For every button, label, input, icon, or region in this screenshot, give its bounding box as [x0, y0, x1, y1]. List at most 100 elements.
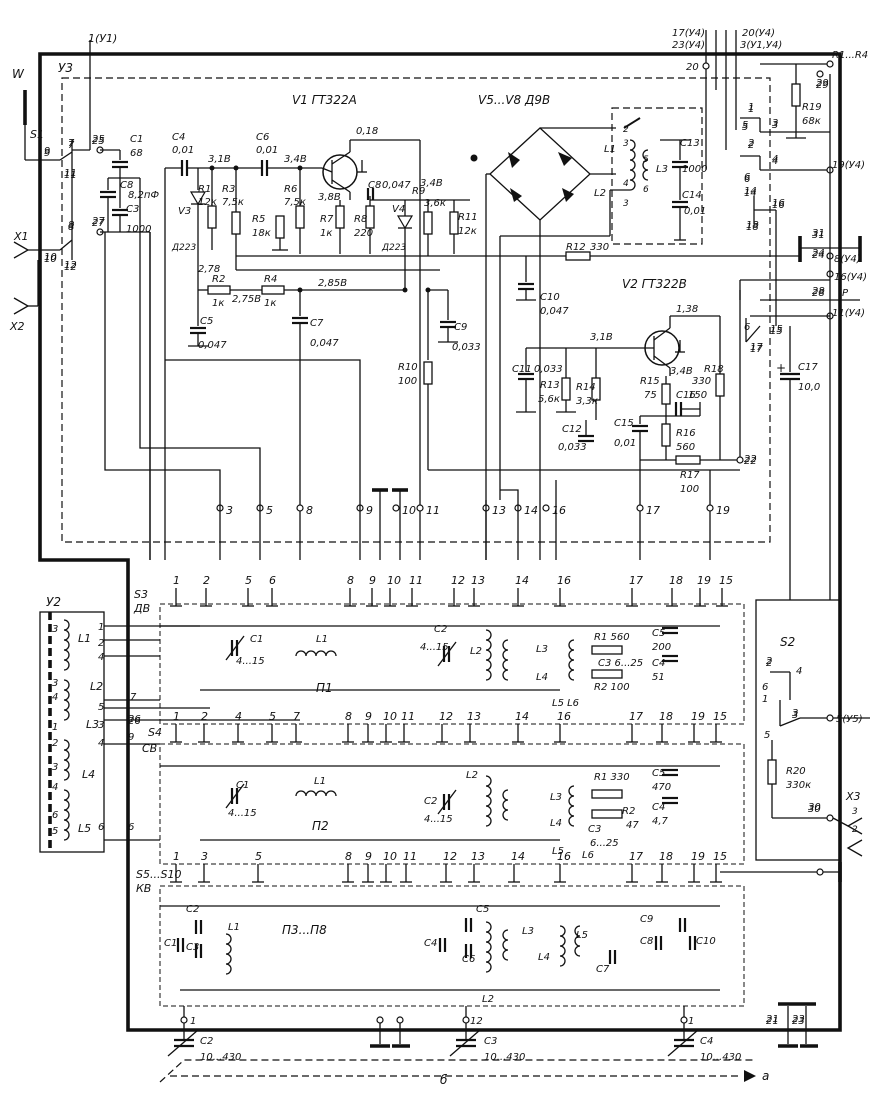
switch-pin-label: 18 — [659, 710, 673, 723]
switch-pin-label: 5 — [269, 710, 276, 723]
svg-text:L5: L5 — [78, 822, 91, 835]
c11-value: 0,033 — [534, 364, 563, 375]
misc-pin: 30 — [808, 802, 821, 813]
b-l5-kv: L5 — [576, 930, 588, 941]
svg-text:L3: L3 — [522, 926, 534, 937]
c17-label: C17 — [798, 362, 818, 373]
c15-value: 0,01 — [614, 438, 636, 449]
svg-text:4: 4 — [796, 666, 802, 677]
tune-c2-label: C2 — [200, 1036, 213, 1047]
terminal-17-u4: 17(У4) — [672, 28, 705, 39]
svg-text:24: 24 — [812, 250, 825, 261]
c10-value: 0,047 — [540, 306, 569, 317]
transistor-v1 — [322, 154, 358, 190]
svg-text:L4: L4 — [538, 952, 550, 963]
svg-text:23: 23 — [792, 1016, 805, 1027]
switch-pin-label: 6 — [269, 574, 276, 587]
r10-value: 100 — [398, 376, 417, 387]
tuning-capacitors: 1 C2 10...430 12 C3 10...430 1 C4 10...4… — [159, 1002, 818, 1087]
r15-label: R15 — [640, 376, 660, 387]
terminal-8-u4: 8(У4) — [834, 254, 861, 265]
c13-label: C13 — [680, 138, 700, 149]
svg-text:3: 3 — [98, 720, 104, 731]
s1-pin-11: 11 — [64, 170, 77, 181]
switch-pin-label: 10 — [387, 574, 401, 587]
switch-pin-label: 4 — [235, 710, 242, 723]
switch-pin-label: 11 — [403, 850, 417, 863]
switch-pin-label: 2 — [203, 574, 210, 587]
switch-pin-label: 9 — [365, 710, 372, 723]
misc-pin: 12 — [64, 260, 77, 271]
switch-pin-label: 8 — [345, 850, 352, 863]
misc-pin: 27 — [92, 216, 105, 227]
misc-pin: 29 — [816, 78, 829, 89]
bus-terminal — [636, 504, 644, 512]
svg-text:4: 4 — [98, 652, 104, 663]
switch-pin-label: 11 — [401, 710, 415, 723]
switch-pin-label: 10 — [383, 850, 397, 863]
misc-pin: 11 — [64, 168, 77, 179]
svg-text:29: 29 — [816, 80, 829, 91]
bus-terminal-label: 16 — [552, 504, 566, 517]
misc-pin: 2 — [766, 656, 772, 667]
bus-terminal-label: 19 — [716, 504, 730, 517]
u2-label: У2 — [46, 595, 61, 609]
b-c5b-label: C5 — [652, 768, 665, 779]
misc-pin: 21 — [766, 1014, 779, 1025]
svg-text:3: 3 — [52, 678, 58, 689]
s1-pin-7: 7 — [68, 140, 75, 151]
svg-text:4...15: 4...15 — [228, 808, 257, 819]
r20-value: 330к — [786, 780, 811, 791]
r11-value: 12к — [458, 226, 477, 237]
sv-label: СВ — [142, 742, 157, 755]
misc-pin: 10 — [44, 252, 57, 263]
svg-text:2: 2 — [766, 658, 772, 669]
c8-value: 8,2пФ — [128, 190, 159, 201]
svg-text:C4: C4 — [424, 938, 437, 949]
svg-text:C1: C1 — [164, 938, 177, 949]
b-c5-value: 200 — [652, 642, 671, 653]
bus-terminal — [392, 504, 400, 512]
if-l2-label: L2 — [594, 188, 606, 199]
misc-pin: 5 — [742, 120, 748, 131]
switch-pin-label: 7 — [293, 710, 300, 723]
svg-text:6: 6 — [643, 185, 649, 195]
svg-text:3: 3 — [52, 624, 58, 635]
switch-pin-label: 16 — [557, 574, 571, 587]
misc-pin: 8 — [68, 220, 74, 231]
resistor-r7 — [335, 205, 345, 229]
switch-pin-label: 5 — [255, 850, 262, 863]
b-c4-value: 51 — [652, 672, 665, 683]
switch-pin-label: 17 — [629, 574, 643, 587]
voltage-0-18: 0,18 — [356, 126, 378, 137]
r19-label: R19 — [802, 102, 822, 113]
terminal-3-u1u4: 3(У1,У4) — [740, 40, 782, 51]
misc-pin: 16 — [772, 198, 785, 209]
terminal-1-u1: 1(У1) — [88, 32, 117, 45]
r9-label: R9 — [412, 186, 425, 197]
svg-text:4...15: 4...15 — [424, 814, 453, 825]
r13-label: R13 — [540, 380, 560, 391]
svg-text:2: 2 — [52, 738, 58, 749]
b-c5b-value: 470 — [652, 782, 671, 793]
r4-label: R4 — [264, 274, 277, 285]
r17-label: R17 — [680, 470, 700, 481]
misc-pin-labels: 2527791181012293124282215171618141234563… — [44, 78, 829, 1025]
c11-label: C11 — [512, 364, 532, 375]
voltage-3-4v-b: 3,4В — [420, 178, 443, 189]
misc-pin: 18 — [746, 220, 759, 231]
switch-s1-label: S1 — [30, 128, 44, 141]
svg-text:18: 18 — [746, 222, 759, 233]
svg-text:1: 1 — [98, 622, 104, 633]
right-top-connectors: 17(У4) 23(У4) 20(У4) 3(У1,У4) R1...R4 20… — [672, 28, 868, 560]
svg-text:L4: L4 — [82, 768, 95, 781]
svg-text:3: 3 — [852, 807, 858, 817]
c3-label: C3 — [126, 204, 139, 215]
r2-value: 1к — [212, 298, 224, 309]
switch-pin-label: 1 — [173, 850, 180, 863]
svg-text:3: 3 — [623, 199, 629, 209]
b-c8-kv: C8 — [640, 936, 653, 947]
switch-pin-label: 9 — [365, 850, 372, 863]
